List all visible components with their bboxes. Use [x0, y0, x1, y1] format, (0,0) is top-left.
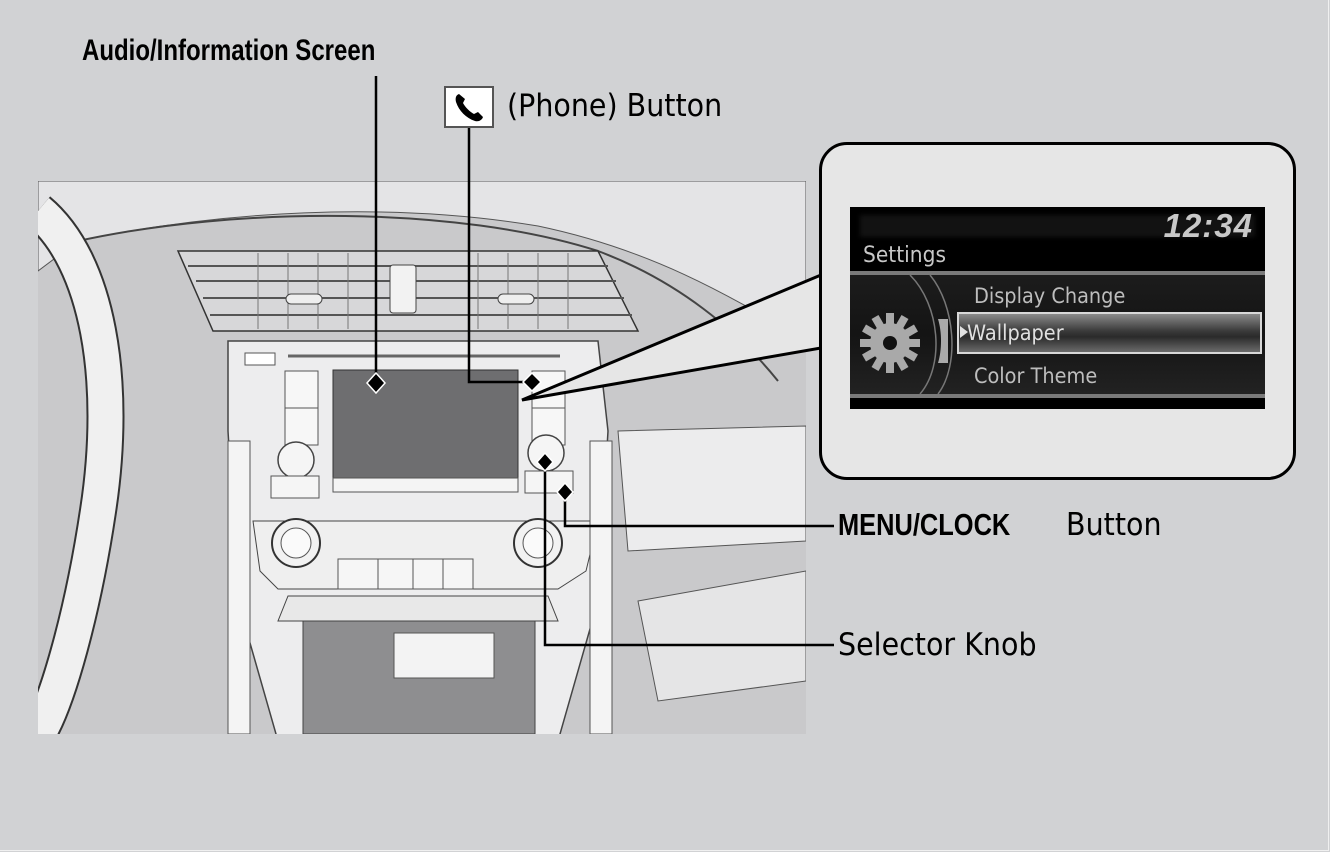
- selector-knob-label: Selector Knob: [838, 627, 1037, 663]
- divider: [850, 394, 1265, 398]
- phone-icon: [455, 94, 483, 122]
- menu-clock-button: [524, 470, 574, 494]
- menu-clock-label: MENU/CLOCK: [838, 507, 1011, 542]
- screen-status-bar: [860, 215, 1255, 237]
- phone-button-label: (Phone) Button: [507, 88, 723, 124]
- menu-item-wallpaper[interactable]: Wallpaper: [957, 312, 1262, 354]
- menu-item-wallpaper-label: Wallpaper: [967, 321, 1064, 345]
- settings-screen: 12:34 Settings: [850, 207, 1265, 409]
- audio-information-screen: [332, 369, 519, 479]
- menu-clock-button-suffix: Button: [1066, 507, 1162, 543]
- dashboard-illustration: [38, 181, 806, 734]
- screen-title: Settings: [863, 243, 947, 268]
- divider: [850, 271, 1265, 275]
- menu-item-color-theme[interactable]: Color Theme: [974, 364, 1098, 388]
- phone-button-icon-box: [444, 86, 494, 128]
- gear-icon: [860, 313, 920, 373]
- menu-arc-decoration: [909, 275, 953, 394]
- selection-arrow-icon: [960, 326, 968, 338]
- air-vents: [176, 250, 640, 332]
- selector-knob: [527, 434, 565, 472]
- clock-display: 12:34: [1163, 207, 1253, 244]
- audio-information-screen-label: Audio/Information Screen: [82, 34, 376, 67]
- menu-item-display-change[interactable]: Display Change: [974, 284, 1126, 308]
